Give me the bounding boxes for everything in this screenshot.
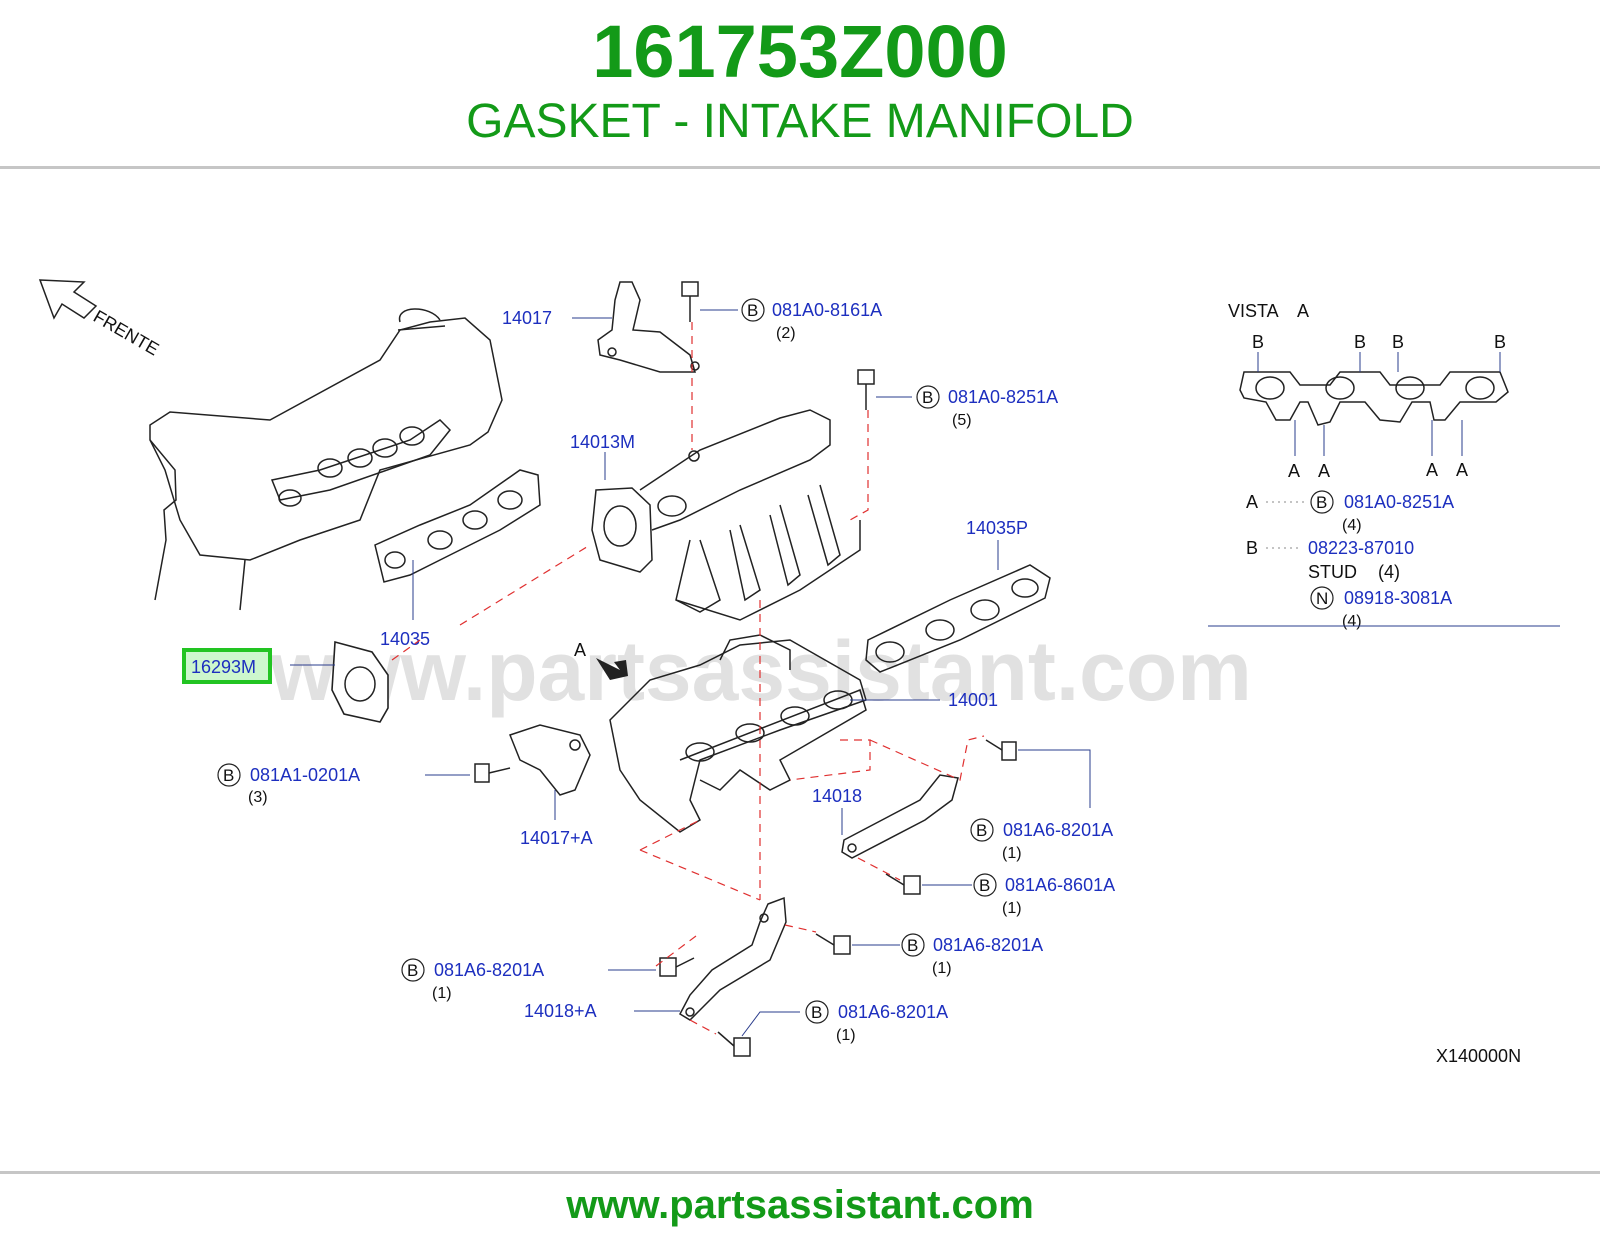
circle-letter: B (922, 388, 933, 407)
callout-081a6-8601a[interactable]: 081A6-8601A (1005, 875, 1115, 895)
callout-081a0-8161a[interactable]: 081A0-8161A (772, 300, 882, 320)
vista-legend-qty: (4) (1342, 613, 1362, 630)
diagram-code: X140000N (1436, 1046, 1521, 1066)
callout-081a6-8201a[interactable]: 081A6-8201A (434, 960, 544, 980)
callout-qty: (1) (432, 985, 452, 1002)
circle-marker-b (1310, 490, 1334, 514)
callout-qty: (2) (776, 325, 796, 342)
bolt-icon (474, 763, 511, 783)
part-label-14017a[interactable]: 14017+A (520, 828, 593, 848)
view-a-marker: A (574, 640, 586, 660)
header-divider (0, 166, 1600, 169)
upper-manifold-14013m-drawing (591, 409, 861, 621)
view-arrow-icon (596, 658, 628, 680)
circle-letter: B (811, 1003, 822, 1022)
callout-081a6-8201a[interactable]: 081A6-8201A (1003, 820, 1113, 840)
callout-qty: (1) (836, 1027, 856, 1044)
bolt-icon (985, 739, 1017, 761)
callout-081a6-8201a[interactable]: 081A6-8201A (933, 935, 1043, 955)
part-label-14001[interactable]: 14001 (948, 690, 998, 710)
vista-legend-key: B (1246, 538, 1258, 558)
circle-letter: N (1316, 589, 1328, 608)
gasket-14035-drawing (374, 469, 541, 583)
footer-divider (0, 1171, 1600, 1174)
circle-marker-b (805, 1000, 829, 1024)
vista-legend-081a0-8251a[interactable]: 081A0-8251A (1344, 492, 1454, 512)
circle-marker-b (741, 298, 765, 322)
vista-a-marker: A (1318, 461, 1330, 481)
bolt-icon (717, 1031, 751, 1057)
assembly-dashed-lines (391, 322, 985, 1035)
vista-gasket-drawing (1239, 352, 1509, 456)
vista-b-marker: B (1252, 332, 1264, 352)
vista-legend-note: STUD (1308, 562, 1357, 582)
leader-081a6-8201a (741, 1011, 800, 1037)
circle-marker-b (901, 933, 925, 957)
vista-legend-qty: (4) (1378, 562, 1400, 582)
callout-qty: (1) (1002, 900, 1022, 917)
callout-qty: (1) (1002, 845, 1022, 862)
vista-a-marker: A (1426, 460, 1438, 480)
bolt-icon (681, 281, 699, 322)
circle-marker-b (973, 873, 997, 897)
callout-081a1-0201a[interactable]: 081A1-0201A (250, 765, 360, 785)
vista-legend-08918-3081a[interactable]: 08918-3081A (1344, 588, 1452, 608)
part-label-14018a[interactable]: 14018+A (524, 1001, 597, 1021)
vista-a-marker: A (1288, 461, 1300, 481)
front-arrow-icon (38, 279, 98, 320)
circle-marker-b (217, 763, 241, 787)
vista-title-letter: A (1297, 301, 1309, 321)
vista-b-marker: B (1494, 332, 1506, 352)
leader-081a6-8201a (1018, 749, 1091, 808)
cylinder-head-drawing (149, 308, 503, 611)
bracket-14017a-drawing (509, 724, 591, 796)
bolt-icon (815, 933, 851, 955)
vista-a-marker: A (1456, 460, 1468, 480)
circle-letter: B (1316, 493, 1327, 512)
circle-letter: B (976, 821, 987, 840)
callout-081a0-8251a[interactable]: 081A0-8251A (948, 387, 1058, 407)
vista-b-marker: B (1392, 332, 1404, 352)
circle-letter: B (979, 876, 990, 895)
part-label-16293m[interactable]: 16293M (191, 657, 256, 677)
part-description-title: GASKET - INTAKE MANIFOLD (466, 95, 1134, 148)
circle-marker-b (970, 818, 994, 842)
part-label-14035[interactable]: 14035 (380, 629, 430, 649)
part-label-14035p[interactable]: 14035P (966, 518, 1028, 538)
callout-qty: (5) (952, 412, 972, 429)
part-label-14017[interactable]: 14017 (502, 308, 552, 328)
bracket-14017-drawing (597, 281, 700, 373)
part-number-title: 161753Z000 (592, 10, 1008, 93)
circle-marker-b (401, 958, 425, 982)
vista-legend-08223-87010[interactable]: 08223-87010 (1308, 538, 1414, 558)
circle-letter: B (747, 301, 758, 320)
bolt-icon (659, 957, 695, 977)
bolt-icon (885, 873, 921, 895)
vista-legend-qty: (4) (1342, 517, 1362, 534)
vista-b-marker: B (1354, 332, 1366, 352)
part-label-14018[interactable]: 14018 (812, 786, 862, 806)
part-label-14013m[interactable]: 14013M (570, 432, 635, 452)
vista-title: VISTA (1228, 301, 1279, 321)
vista-legend-key: A (1246, 492, 1258, 512)
circle-letter: B (223, 766, 234, 785)
callout-081a6-8201a[interactable]: 081A6-8201A (838, 1002, 948, 1022)
circle-letter: B (907, 936, 918, 955)
bracket-14018a-drawing (679, 896, 787, 1021)
bracket-14018-drawing (841, 774, 959, 859)
circle-marker-b (916, 385, 940, 409)
bolt-icon (857, 369, 875, 410)
gasket-14035p-drawing (865, 564, 1051, 673)
front-direction-label: FRENTE (90, 306, 162, 359)
circle-marker-n (1310, 586, 1334, 610)
footer-website[interactable]: www.partsassistant.com (566, 1183, 1034, 1227)
highlight-box-16293m (182, 648, 272, 684)
callout-qty: (1) (932, 960, 952, 977)
circle-letter: B (407, 961, 418, 980)
gasket-16293m-drawing (331, 640, 389, 723)
callout-qty: (3) (248, 789, 268, 806)
